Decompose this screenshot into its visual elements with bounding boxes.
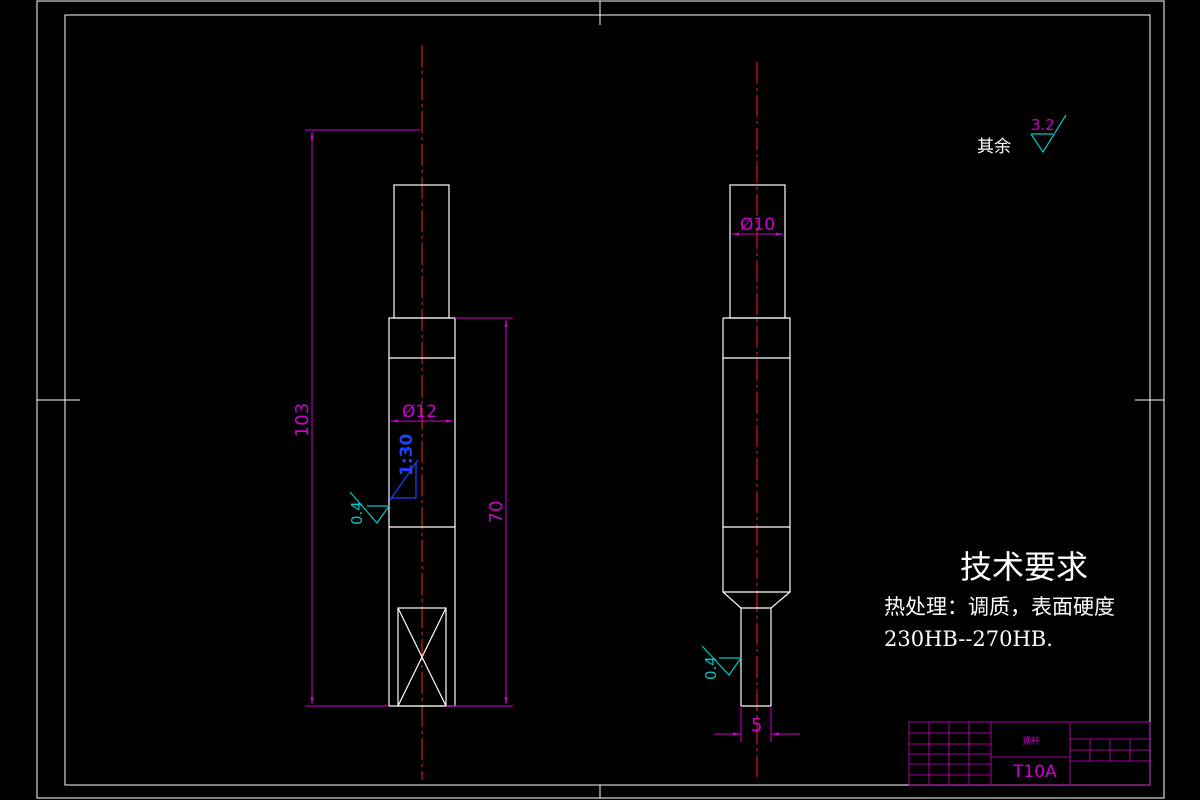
title-block [908, 721, 1151, 786]
overall-length-label: 103 [292, 403, 313, 437]
rest-roughness-label: 其余 [977, 137, 1011, 157]
title-block-part-name: 顶杆 [1022, 735, 1040, 747]
taper-symbol [389, 459, 419, 501]
right-view: Ø10 5 0.4 [701, 62, 800, 780]
right-diameter-label: Ø10 [740, 215, 775, 235]
title-block-material: T10A [1012, 762, 1057, 782]
left-diameter-label: Ø12 [402, 402, 437, 422]
sheet-border [36, 0, 1165, 799]
taper-length-dimension [446, 317, 513, 707]
left-view: 103 70 Ø12 1:30 0.4 [292, 45, 513, 780]
rest-roughness-value: 3.2 [1031, 116, 1055, 134]
taper-length-label: 70 [486, 501, 507, 524]
tip-width-dimension [714, 706, 800, 742]
requirements-title: 技术要求 [960, 548, 1088, 586]
overall-length-dimension [305, 129, 420, 707]
left-roughness-symbol [349, 491, 391, 524]
rest-roughness-symbol [1030, 114, 1067, 154]
right-roughness-symbol [701, 645, 743, 676]
tip-width-label: 5 [751, 715, 762, 736]
right-roughness-value: 0.4 [702, 656, 720, 680]
requirements-line2: 230HB--270HB. [884, 627, 1053, 651]
left-roughness-value: 0.4 [348, 501, 366, 525]
taper-ratio-label: 1:30 [397, 434, 417, 476]
left-part-outline [388, 184, 456, 707]
requirements-line1: 热处理：调质，表面硬度 [884, 595, 1115, 619]
